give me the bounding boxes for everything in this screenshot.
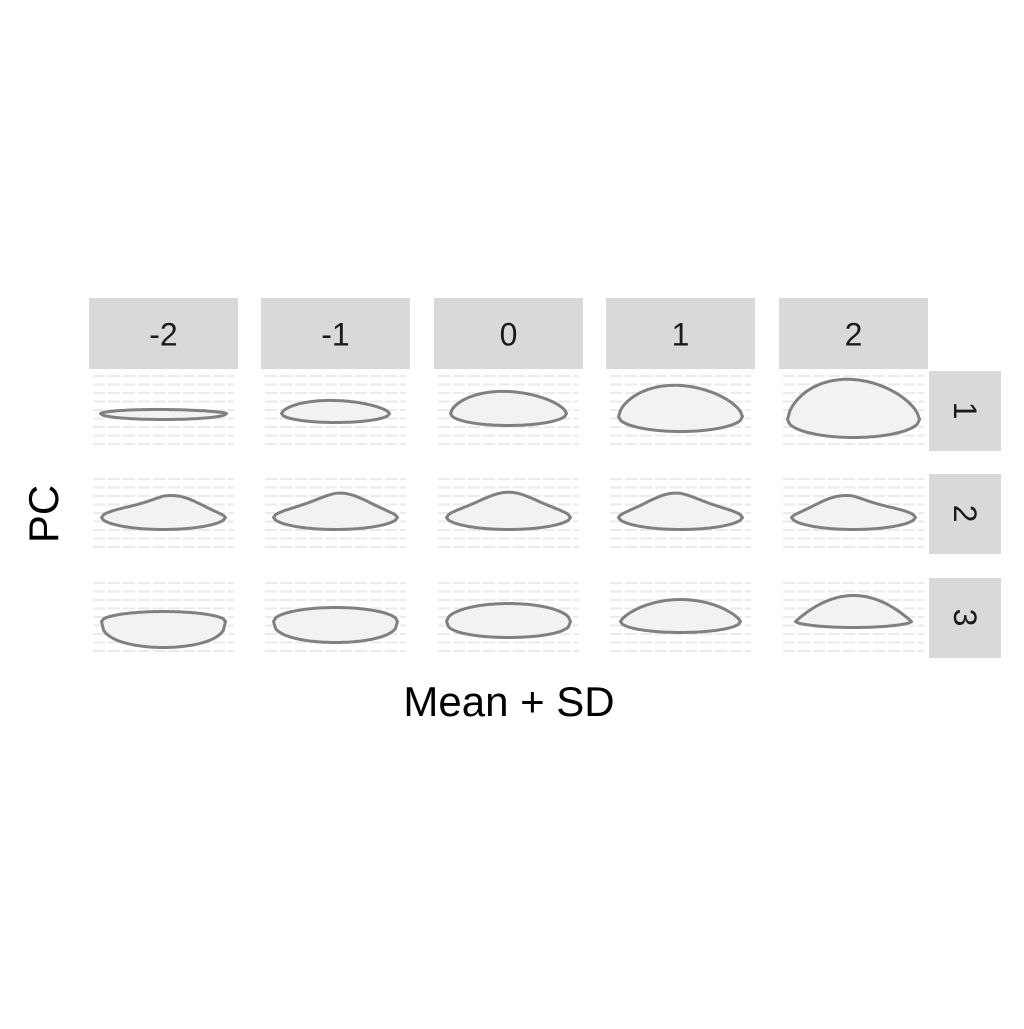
- column-strips: -2 -1 0 1 2: [89, 298, 928, 369]
- shape-outline-pc2-sd-1: [272, 491, 399, 531]
- panels-layer: [93, 375, 924, 652]
- panel-pc2-sd2: [783, 478, 924, 548]
- row-strip-bg: [929, 371, 1001, 451]
- panel-pc3-sd-1: [265, 582, 406, 652]
- panel-pc3-sd2: [783, 582, 924, 652]
- panel-pc3-sd-2: [93, 582, 234, 652]
- row-strip-1: 1: [929, 371, 1001, 451]
- row-strip-bg: [929, 474, 1001, 554]
- shape-outline-pc1-sd-2: [99, 408, 228, 421]
- column-strip-label: -2: [149, 317, 177, 353]
- y-axis-title: PC: [20, 485, 67, 543]
- column-strip-label: 2: [845, 317, 863, 353]
- column-strip-label: 1: [672, 317, 690, 353]
- shape-outline-pc2-sd2: [790, 494, 917, 531]
- row-strip-2: 2: [929, 474, 1001, 554]
- row-strips: 1 2 3: [929, 371, 1001, 658]
- shape-outline-pc3-sd-1: [272, 606, 399, 644]
- column-strip-bg: [434, 298, 583, 369]
- row-strip-label: 1: [947, 402, 983, 420]
- shape-outline-pc3-sd2: [794, 594, 913, 629]
- column-strip-1: 1: [606, 298, 755, 369]
- column-strip-bg: [261, 298, 410, 369]
- panel-pc2-sd-2: [93, 478, 234, 548]
- shape-outline-pc2-sd0: [445, 490, 572, 531]
- column-strip-0: 0: [434, 298, 583, 369]
- shape-outline-pc1-sd0: [449, 389, 568, 427]
- panel-pc2-sd1: [610, 478, 751, 548]
- shape-outline-pc3-sd0: [445, 602, 572, 639]
- panel-pc2-sd0: [438, 478, 579, 548]
- column-strip-label: -1: [321, 317, 349, 353]
- shape-outline-pc1-sd-1: [280, 398, 391, 424]
- shape-outline-pc2-sd-2: [100, 494, 227, 531]
- column-strip-label: 0: [500, 317, 518, 353]
- column-strip-bg: [89, 298, 238, 369]
- panel-pc1-sd1: [610, 375, 751, 445]
- x-axis-title: Mean + SD: [403, 678, 614, 725]
- column-strip-bg: [779, 298, 928, 369]
- shape-outline-pc3-sd1: [619, 598, 742, 634]
- column-strip-bg: [606, 298, 755, 369]
- row-strip-bg: [929, 578, 1001, 658]
- row-strip-label: 2: [947, 505, 983, 523]
- panel-pc1-sd-1: [265, 375, 406, 445]
- shape-outline-pc2-sd1: [617, 491, 744, 531]
- column-strip--2: -2: [89, 298, 238, 369]
- row-strip-label: 3: [947, 609, 983, 627]
- panel-pc2-sd-1: [265, 478, 406, 548]
- panel-pc3-sd1: [610, 582, 751, 652]
- row-strip-3: 3: [929, 578, 1001, 658]
- shape-outline-pc1-sd2: [786, 377, 921, 439]
- panel-pc3-sd0: [438, 582, 579, 652]
- panel-pc1-sd0: [438, 375, 579, 445]
- shape-outline-pc3-sd-2: [100, 610, 227, 649]
- column-strip--1: -1: [261, 298, 410, 369]
- shape-outline-pc1-sd1: [617, 383, 744, 433]
- panel-pc1-sd2: [783, 375, 924, 445]
- panel-pc1-sd-2: [93, 375, 234, 445]
- column-strip-2: 2: [779, 298, 928, 369]
